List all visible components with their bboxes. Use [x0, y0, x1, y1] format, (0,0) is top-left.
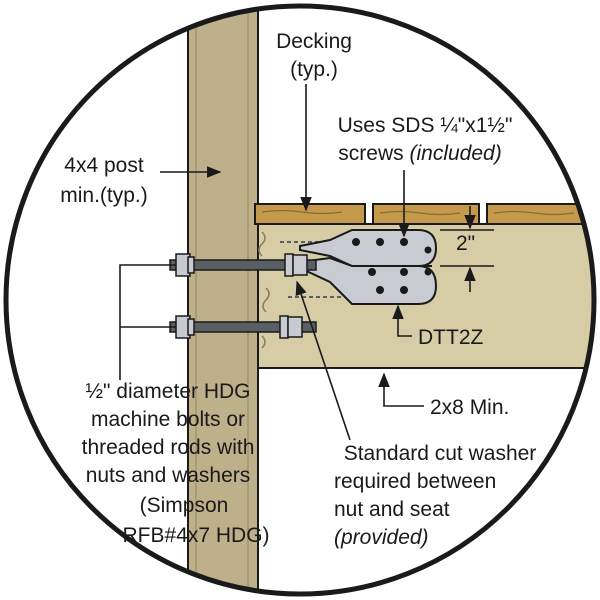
bolts-label-3: threaded rods with: [82, 436, 255, 459]
screws-included: (included): [409, 142, 501, 165]
dimension-label: 2": [456, 232, 475, 255]
bolts-label-5: (Simpson: [140, 494, 229, 517]
decking-label: Decking: [276, 30, 352, 53]
bolts-label-2: machine bolts or: [91, 408, 245, 431]
screws-label: Uses SDS ¼"x1½": [338, 114, 513, 137]
post-min-label: min.(typ.): [60, 184, 148, 207]
model-label: DTT2Z: [418, 326, 484, 349]
leader-lines: [119, 84, 494, 441]
post-label: 4x4 post: [64, 154, 144, 177]
washer-label-2: required between: [334, 470, 496, 493]
washer-provided-label: (provided): [334, 526, 429, 549]
decking-boards: [254, 203, 594, 225]
upper-bolt: [169, 253, 317, 277]
screws-label-2: screws (included): [338, 142, 501, 165]
detail-circle: [3, 3, 597, 597]
bolts-label-4: nuts and washers: [86, 464, 251, 487]
bolts-label-6: RFB#4x7 HDG): [122, 524, 269, 547]
washer-label-3: nut and seat: [334, 498, 450, 521]
decking-typ-label: (typ.): [290, 58, 338, 81]
bolts-label-1: ½" diameter HDG: [85, 380, 250, 403]
post: [187, 6, 259, 594]
washer-label-1: Standard cut washer: [344, 442, 537, 465]
screws-word: screws: [338, 142, 409, 165]
post-grain: [258, 231, 270, 349]
dtt2z-tie: [299, 229, 438, 305]
joist-label: 2x8 Min.: [430, 396, 509, 419]
